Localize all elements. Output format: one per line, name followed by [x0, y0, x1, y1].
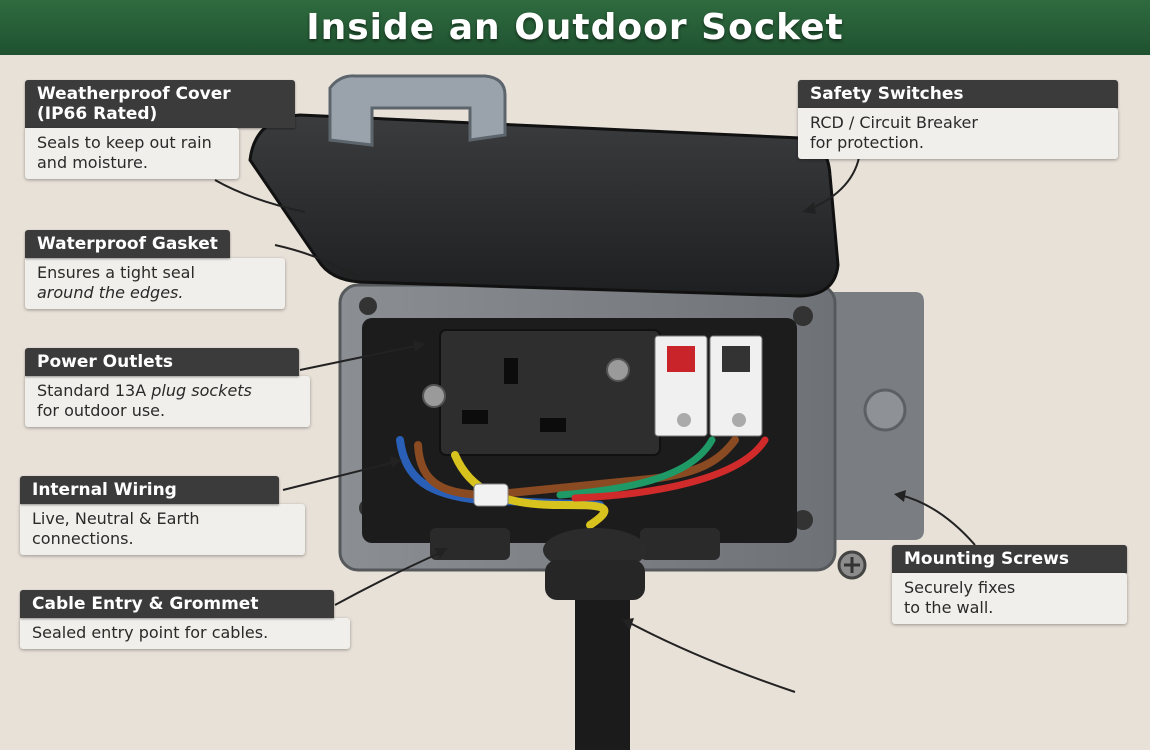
- callout-gasket-line2: around the edges.: [37, 283, 184, 302]
- callout-wiring-body: Live, Neutral & Earth connections.: [20, 504, 305, 555]
- socket-faceplate: [439, 329, 661, 456]
- callout-wiring-title: Internal Wiring: [20, 476, 279, 504]
- callout-cable-title: Cable Entry & Grommet: [20, 590, 334, 618]
- socket-pin-neutral: [540, 418, 566, 432]
- callout-outlets-italic: plug sockets: [151, 381, 252, 400]
- page-title: Inside an Outdoor Socket: [306, 7, 844, 48]
- faceplate-screw-right: [606, 358, 630, 382]
- callout-switches-line1: RCD / Circuit Breaker: [810, 113, 978, 132]
- callout-mounting-screws: Mounting Screws Securely fixes to the wa…: [892, 545, 1127, 624]
- arrowhead-switches: [802, 202, 816, 214]
- wire-red: [571, 436, 769, 502]
- leader-cable-lower: [627, 621, 796, 693]
- arrowhead-wiring: [390, 456, 402, 468]
- callout-switches-title: Safety Switches: [798, 80, 1118, 108]
- callout-wiring-line1: Live, Neutral & Earth: [32, 509, 200, 528]
- leader-switches: [807, 151, 861, 211]
- arrowhead-outlets: [413, 340, 425, 352]
- cable-gland: [545, 560, 645, 600]
- title-bar: Inside an Outdoor Socket: [0, 0, 1150, 55]
- socket-pin-live: [462, 410, 488, 424]
- callout-gasket-line1: Ensures a tight seal: [37, 263, 195, 282]
- callout-cable-entry: Cable Entry & Grommet Sealed entry point…: [20, 590, 350, 649]
- leader-cable: [334, 551, 443, 606]
- callout-wiring-line2: connections.: [32, 529, 134, 548]
- callout-screws-line1: Securely fixes: [904, 578, 1016, 597]
- leader-outlets: [299, 344, 421, 371]
- callout-switches-line2: for protection.: [810, 133, 924, 152]
- breaker-mcb-toggle: [722, 346, 750, 372]
- wire-earth: [451, 451, 609, 529]
- callout-internal-wiring: Internal Wiring Live, Neutral & Earth co…: [20, 476, 305, 555]
- lid-latch: [328, 74, 507, 147]
- breaker-rcd-toggle: [667, 346, 695, 372]
- wire-connector: [473, 483, 509, 507]
- callout-weatherproof-cover: Weatherproof Cover (IP66 Rated) Seals to…: [25, 80, 295, 179]
- leader-gasket: [274, 244, 353, 276]
- socket-pin-earth: [504, 358, 518, 384]
- callout-switches-body: RCD / Circuit Breaker for protection.: [798, 108, 1118, 159]
- wire-live: [414, 436, 739, 500]
- callout-gasket-title: Waterproof Gasket: [25, 230, 230, 258]
- arrowhead-cable-lower: [622, 618, 634, 630]
- mounting-screw-slot: [844, 557, 860, 573]
- callout-cable-body: Sealed entry point for cables.: [20, 618, 350, 649]
- box-screw-br: [793, 510, 813, 530]
- callout-cover-rating: (IP66 Rated): [37, 104, 158, 124]
- callout-outlets-title: Power Outlets: [25, 348, 299, 376]
- callout-gasket-body: Ensures a tight seal around the edges.: [25, 258, 285, 309]
- leader-cover-lower: [214, 179, 306, 213]
- side-knockout: [863, 388, 907, 432]
- callout-cover-head: Weatherproof Cover (IP66 Rated): [25, 80, 295, 128]
- wire-green: [556, 436, 716, 499]
- grommet-right: [640, 528, 720, 560]
- leader-screws: [899, 494, 976, 546]
- box-screw-tl: [359, 297, 377, 315]
- callout-safety-switches: Safety Switches RCD / Circuit Breaker fo…: [798, 80, 1118, 159]
- breaker-rcd-terminal: [677, 413, 691, 427]
- callout-outlets-body: Standard 13A plug sockets for outdoor us…: [25, 376, 310, 427]
- grommet-left: [430, 528, 510, 560]
- callout-outlets-line2: for outdoor use.: [37, 401, 166, 420]
- callout-screws-title: Mounting Screws: [892, 545, 1127, 573]
- arrowhead-screws: [894, 490, 906, 502]
- callout-screws-body: Securely fixes to the wall.: [892, 573, 1127, 624]
- callout-power-outlets: Power Outlets Standard 13A plug sockets …: [25, 348, 310, 427]
- arrowhead-cable: [434, 548, 448, 558]
- breaker-mcb-terminal: [732, 413, 746, 427]
- callout-screws-line2: to the wall.: [904, 598, 994, 617]
- callout-cover-title: Weatherproof Cover: [37, 84, 231, 104]
- leader-wiring: [282, 461, 396, 491]
- power-cable: [575, 600, 630, 750]
- faceplate-screw-left: [422, 384, 446, 408]
- callout-cover-body: Seals to keep out rain and moisture.: [25, 128, 239, 179]
- box-screw-tr: [793, 306, 813, 326]
- callout-outlets-prefix: Standard 13A: [37, 381, 152, 400]
- arrowhead-gasket: [344, 266, 358, 278]
- callout-waterproof-gasket: Waterproof Gasket Ensures a tight seal a…: [25, 230, 285, 309]
